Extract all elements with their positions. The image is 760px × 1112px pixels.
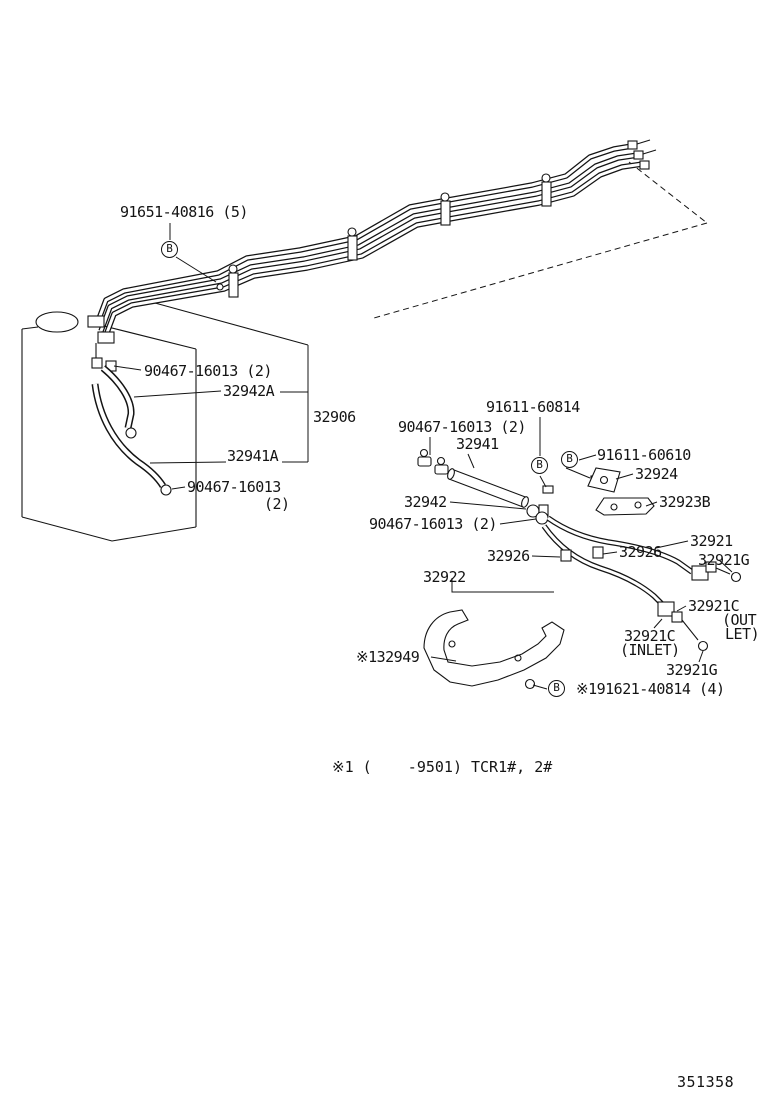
bolt-marker-b-2: B: [531, 457, 548, 474]
clamp-90467-mid-shapes: [417, 448, 449, 475]
dashed-reference-lines: [373, 161, 708, 319]
bracket-32923B-shape: [595, 497, 655, 516]
bolt-marker-b-3: B: [561, 451, 578, 468]
filler-neck-ellipse: [35, 311, 79, 333]
hose-32942A-shape: [100, 365, 137, 439]
caption-inlet: (INLET): [620, 641, 680, 659]
part-label-90467-16013-b: 90467-16013: [187, 478, 281, 496]
reservoir-tank-outline: [21, 311, 197, 542]
part-label-91611-60814: 91611-60814: [486, 398, 580, 416]
part-label-191621-40814: ※191621-40814 (4): [576, 680, 725, 698]
bolt-marker-b-4: B: [548, 680, 565, 697]
part-label-90467-16013-d: 90467-16013 (2): [369, 515, 497, 533]
part-label-32926-left: 32926: [487, 547, 530, 565]
part-label-32921G-bottom: 32921G: [666, 661, 718, 679]
part-label-32942: 32942: [404, 493, 447, 511]
hose-32941A-shape: [91, 383, 172, 496]
tank-fittings: [87, 315, 117, 372]
leader-lines: [113, 223, 733, 690]
bracket-132949-shape: [423, 609, 565, 690]
part-label-32921C-outlet: 32921C: [688, 597, 740, 615]
part-label-32942A: 32942A: [223, 382, 275, 400]
tube-clamp-brackets: [216, 173, 552, 298]
part-label-32921: 32921: [690, 532, 733, 550]
caption-outlet-line2: LET): [725, 625, 760, 643]
part-label-91651-40816: 91651-40816 (5): [120, 203, 248, 221]
part-label-32906: 32906: [313, 408, 356, 426]
union-nut-32926-left-shape: [560, 549, 572, 562]
part-label-132949: ※132949: [356, 648, 420, 666]
o-ring-32921G-bottom-shape: [697, 640, 709, 652]
bolt-191621-shape: [524, 678, 536, 690]
union-nut-32926-right-shape: [592, 546, 604, 559]
bolt-marker-b-1: B: [161, 241, 178, 258]
hose-32941-shape: [447, 468, 529, 508]
part-label-32923B: 32923B: [659, 493, 711, 511]
union-32921C-outlet-shape: [691, 565, 709, 581]
part-label-32922: 32922: [423, 568, 466, 586]
part-label-91611-60610: 91611-60610: [597, 446, 691, 464]
part-label-90467-16013-b-qty: (2): [264, 495, 290, 513]
caption-outlet-line1: (OUT: [722, 611, 757, 629]
part-label-90467-16013-c: 90467-16013 (2): [398, 418, 526, 436]
o-ring-32921G-top-shape: [730, 571, 742, 583]
part-label-90467-16013-a: 90467-16013 (2): [144, 362, 272, 380]
part-label-32941: 32941: [456, 435, 499, 453]
part-label-32926-right: 32926: [619, 543, 662, 561]
part-label-32941A: 32941A: [227, 447, 279, 465]
tube-32921-32922-shapes: [535, 511, 742, 652]
applicability-footnote: ※1 ( -9501) TCR1#, 2#: [332, 758, 553, 776]
bracket-32924-shape: [587, 467, 621, 493]
tube-bundle: [94, 139, 657, 339]
union-32921C-inlet-shape: [657, 601, 675, 617]
part-label-32921G-top: 32921G: [698, 551, 750, 569]
part-label-32924: 32924: [635, 465, 678, 483]
diagram-number: 351358: [677, 1073, 735, 1091]
part-label-32921C-inlet: 32921C: [624, 627, 676, 645]
